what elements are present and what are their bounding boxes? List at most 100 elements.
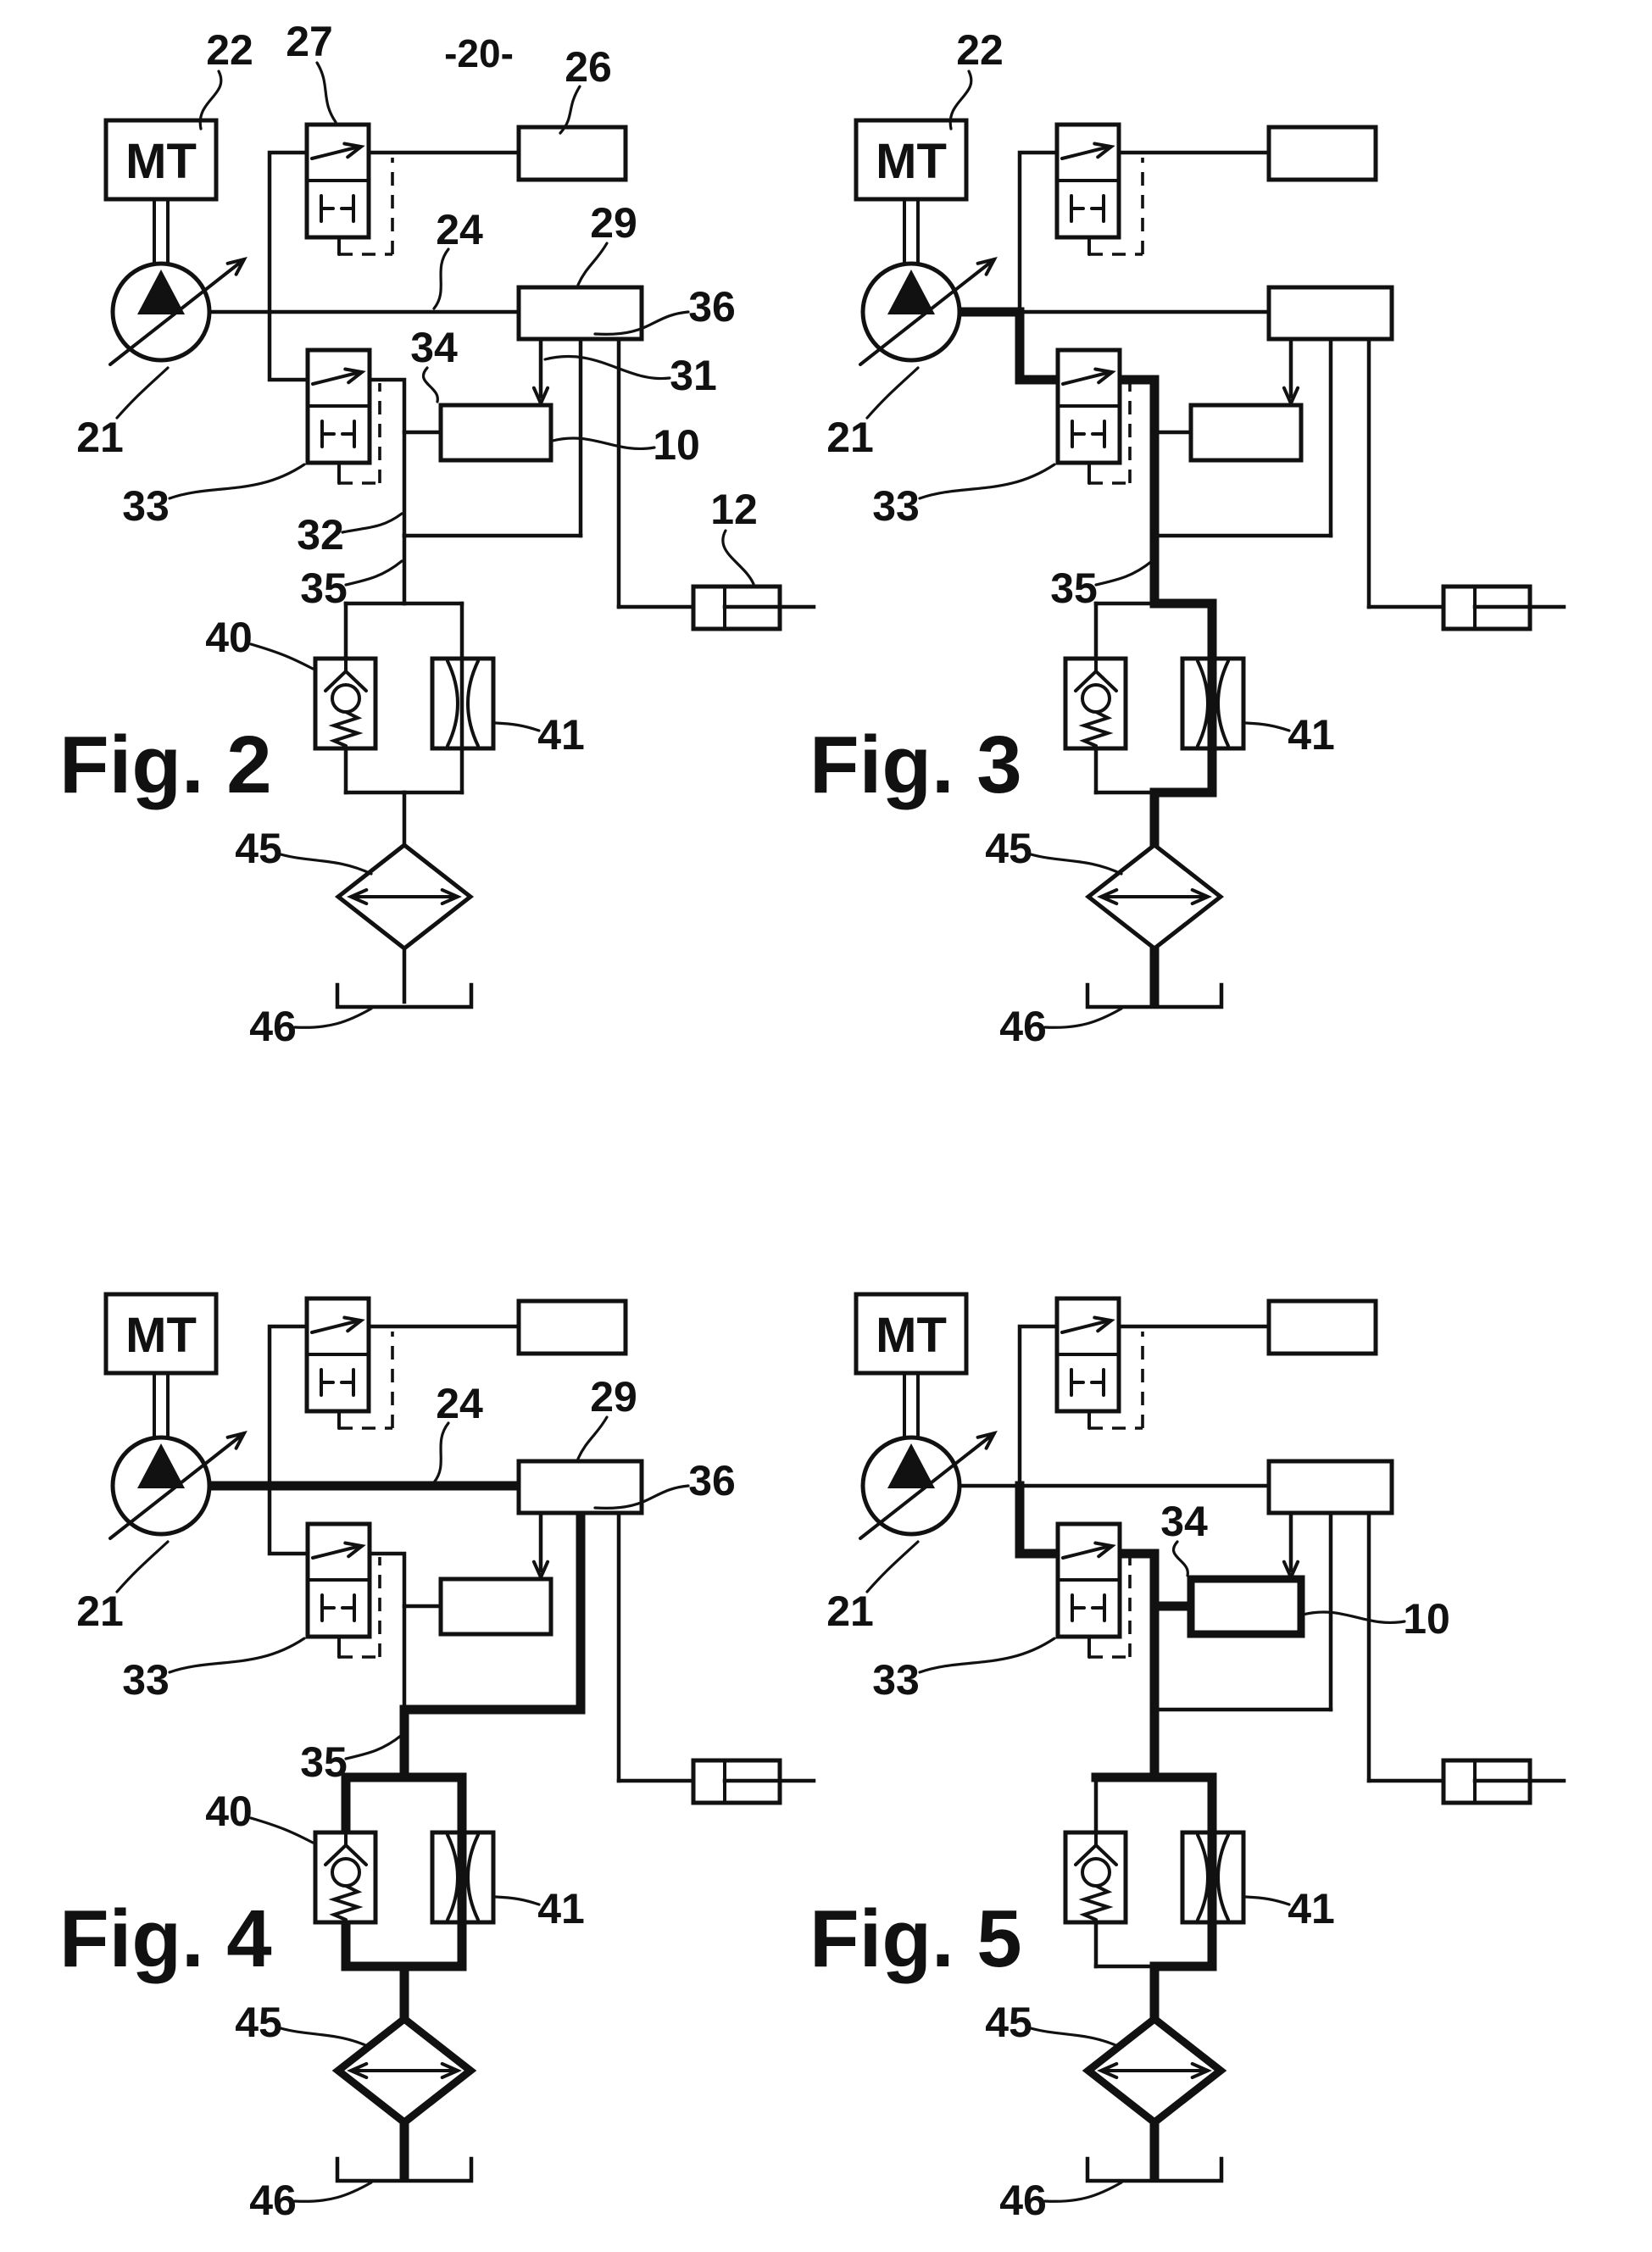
motor-label: MT [876,1308,947,1363]
valve-blocked-port-icon [1090,1368,1105,1397]
control-box-26 [1266,125,1378,182]
ref-leader-21 [865,1540,920,1593]
ref-label-32: 32 [297,511,344,559]
figure-title-fig3: Fig. 3 [809,720,1022,810]
ref-leader-33 [918,463,1056,500]
orifice-curve-icon [466,1833,480,1921]
valve-blocked-port-icon [340,1368,355,1397]
ref-leader-22 [198,70,223,131]
valve-flow-arrowhead-icon [1093,142,1115,159]
ref-leader-41 [494,721,541,732]
filter-arrowhead-icon [1190,2061,1212,2080]
pump-triangle-icon [887,270,935,314]
pilot-line-dashed [339,158,394,256]
pipe-riser_up [1017,150,1060,314]
valve-blocked-port-icon [320,1593,336,1622]
pilot-line-dashed [1089,383,1132,485]
ref-leader-29 [576,242,609,286]
valve-blocked-port-icon [1071,1593,1086,1622]
motor-box [854,118,969,202]
orifice-curve-icon [1216,1833,1230,1921]
pump-triangle-icon [887,1443,935,1488]
filter-arrowhead-icon [347,2061,369,2080]
cylinder-12 [1441,584,1532,631]
ref-leader-33 [918,1637,1056,1674]
ref-leader-34 [421,366,439,403]
pump-variable-arrow-icon [859,258,996,366]
ref-label-29: 29 [590,199,637,247]
figure-title-fig5: Fig. 5 [809,1893,1022,1984]
valve-blocked-port-icon [340,194,355,223]
control-box-29 [516,285,644,342]
motor-box [103,1292,219,1376]
ref-label-26: 26 [565,43,612,91]
check-valve-seat-icon [324,1843,368,1866]
pump-variable-arrowhead-icon [225,1430,248,1450]
ref-leader-24 [432,247,450,310]
motor-shaft [153,1371,170,1441]
pilot-line-dashed [339,1557,381,1659]
pipe-riser_up [267,150,309,314]
ref-label-41: 41 [1288,1885,1335,1932]
ref-label-12: 12 [710,486,758,533]
ref-label-33: 33 [122,482,170,530]
valve-flow-arrow-icon [1061,1544,1112,1560]
ref-label-10: 10 [653,421,700,469]
valve-blocked-port-icon [1070,1368,1085,1397]
valve-flow-arrow-icon [1060,1319,1111,1334]
ref-leader-41 [1244,1895,1291,1906]
ref-label-31: 31 [670,352,717,399]
filter-arrowhead-icon [1097,2061,1119,2080]
pilot-line-dashed [1089,1332,1144,1430]
check-valve-spring-icon [328,710,364,748]
valve-flow-arrow-icon [311,370,362,386]
ref-label-40: 40 [205,1788,253,1835]
control-box-26 [1266,1298,1378,1356]
ref-label-22: 22 [206,26,253,74]
ref-label-41: 41 [537,1885,585,1932]
pilot-line-dashed [339,383,381,485]
ref-label-46: 46 [999,1003,1047,1050]
pipe-v33_out [1114,1549,1160,1715]
ref-leader-45 [279,2027,373,2049]
check-valve-seat-icon [1074,669,1118,692]
ref-leader-36 [593,1484,690,1510]
ref-label-36: 36 [688,1457,736,1504]
motor-label: MT [125,1308,197,1363]
ref-leader-41 [494,1895,541,1906]
pump-variable-arrowhead-icon [976,1430,998,1450]
check-valve-spring-icon [1078,1884,1114,1921]
ref-label-24: 24 [436,206,483,253]
motor-shaft [903,197,920,267]
control-box-29 [516,1459,644,1515]
ref-label-21: 21 [826,414,874,461]
pump-variable-arrowhead-icon [976,256,998,276]
valve-flow-arrow-icon [310,1319,361,1334]
ref-label-27: 27 [286,18,333,65]
ref-leader-41 [1244,721,1291,732]
control-box-26 [516,1298,628,1356]
pipe-riser_down [267,309,310,382]
ref-label-21: 21 [826,1588,874,1635]
pump-triangle-icon [137,270,185,314]
filter-arrowhead-icon [1190,887,1212,906]
pipe-riser_up [267,1324,309,1488]
pilot-line-dashed [339,1332,394,1430]
valve-flow-arrowhead-icon [342,1315,365,1333]
ref-leader-29 [576,1415,609,1460]
ref-leader-40 [249,642,314,670]
ref-leader-35 [344,559,403,587]
valve-blocked-port-icon [341,420,356,448]
valve-flow-arrowhead-icon [1093,1315,1115,1333]
orifice-curve-icon [1196,1833,1210,1921]
orifice-curve-icon [446,659,459,748]
valve-blocked-port-icon [320,420,336,448]
control-box-34 [438,403,553,463]
motor-shaft [903,1371,920,1441]
ref-label-45: 45 [235,825,282,872]
valve-blocked-port-icon [341,1593,356,1622]
ref-leader-24 [432,1421,450,1484]
ref-leader-40 [249,1816,314,1844]
control-box-34 [438,1576,553,1637]
